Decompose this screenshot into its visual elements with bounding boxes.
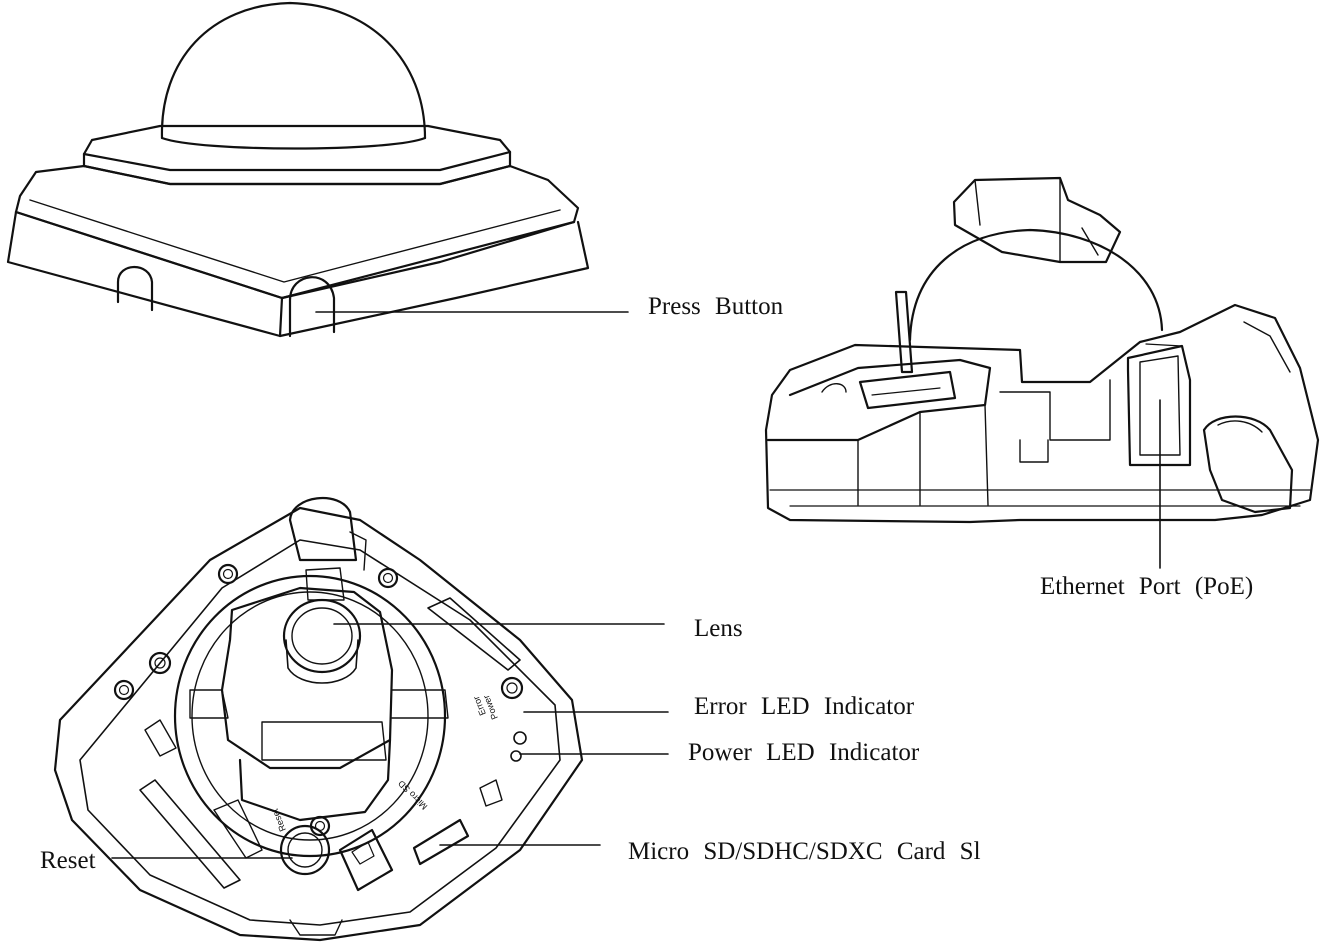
label-micro-sd-slot: Micro SD/SDHC/SDXC Card Sl [628,838,981,865]
camera-side-view [764,176,1320,524]
label-lens: Lens [694,615,743,642]
label-ethernet-port: Ethernet Port (PoE) [1040,573,1254,600]
board-text-reset: Reset [270,807,288,833]
dome-camera-assembled [6,1,590,338]
label-press-button: Press Button [648,293,784,320]
internal-view-leaders [111,623,669,859]
label-reset: Reset [40,847,96,874]
camera-internal-view [53,497,584,942]
label-power-led: Power LED Indicator [688,739,920,766]
label-error-led: Error LED Indicator [694,693,915,720]
